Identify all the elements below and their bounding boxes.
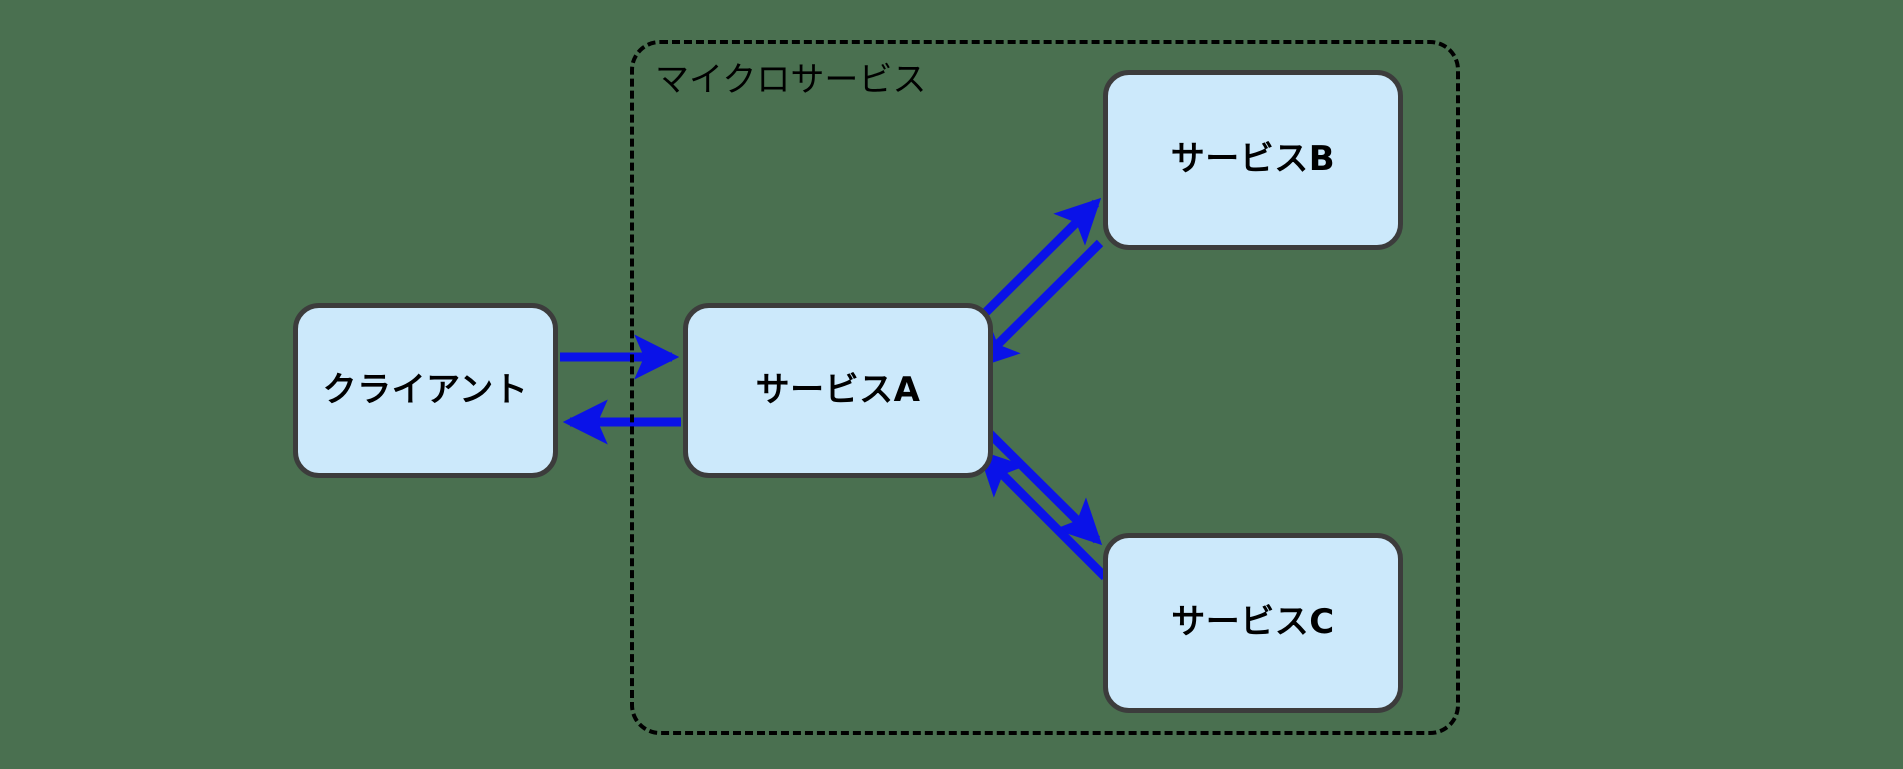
microservice-group-boundary (630, 40, 1460, 735)
edge-service-a-to-service-c (972, 416, 1103, 546)
node-service-b-label: サービスB (1170, 139, 1336, 180)
edge-service-b-to-service-a (972, 239, 1104, 370)
node-client-label: クライアント (322, 369, 529, 410)
node-client[interactable]: クライアント (293, 303, 558, 478)
node-service-a-label: サービスA (755, 369, 921, 410)
microservice-group-label: マイクロサービス (655, 60, 927, 100)
node-service-b[interactable]: サービスB (1103, 70, 1403, 250)
node-service-c[interactable]: サービスC (1103, 533, 1403, 713)
node-service-a[interactable]: サービスA (683, 303, 993, 478)
edge-service-c-to-service-a (977, 449, 1109, 581)
node-service-c-label: サービスC (1171, 602, 1335, 643)
edge-service-a-to-service-b (964, 197, 1102, 334)
